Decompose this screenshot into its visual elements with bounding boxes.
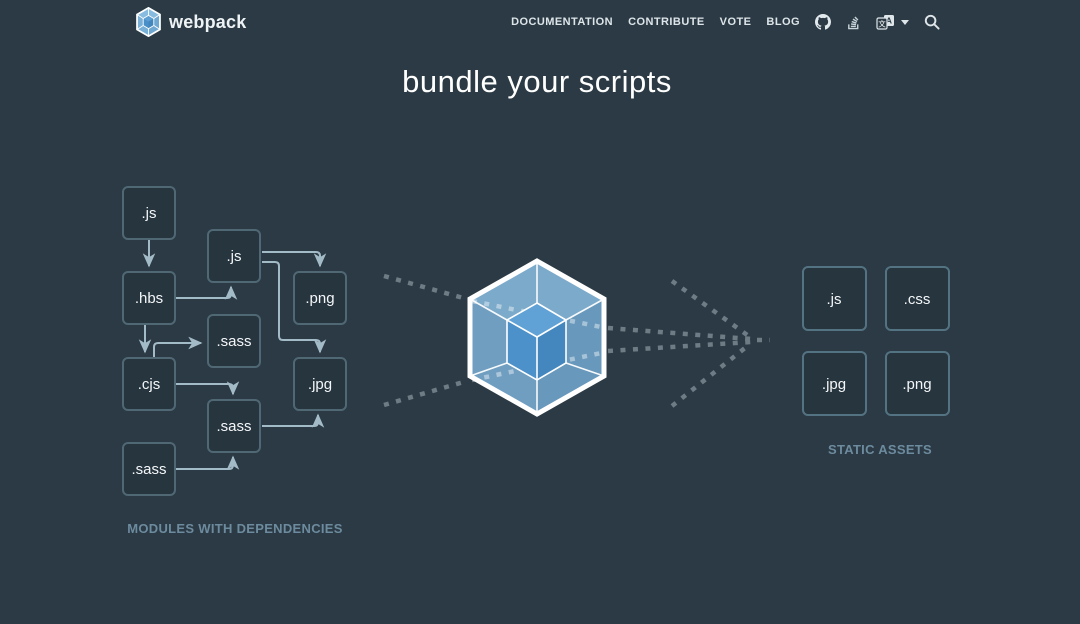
- assets-caption: STATIC ASSETS: [828, 442, 932, 457]
- asset-box-jpg: .jpg: [802, 351, 867, 416]
- asset-box-css: .css: [885, 266, 950, 331]
- svg-text:.hbs: .hbs: [135, 290, 163, 307]
- brand-name: webpack: [169, 11, 247, 32]
- dashed-lines-input: [383, 273, 468, 408]
- module-box-png: .png: [293, 271, 347, 325]
- page-title: bundle your scripts: [402, 64, 672, 99]
- modules-caption: MODULES WITH DEPENDENCIES: [127, 521, 343, 536]
- svg-text:.js: .js: [827, 291, 842, 308]
- language-selector[interactable]: A 文: [876, 14, 909, 30]
- svg-text:.png: .png: [305, 290, 334, 307]
- svg-text:.js: .js: [142, 205, 157, 222]
- asset-box-png: .png: [885, 351, 950, 416]
- webpack-logo[interactable]: webpack: [135, 7, 246, 37]
- svg-text:.jpg: .jpg: [822, 376, 846, 393]
- dashed-lines-output: [607, 279, 770, 408]
- nav-link-vote[interactable]: VOTE: [719, 16, 752, 28]
- chevron-down-icon: [901, 19, 909, 25]
- cube-edges: [469, 261, 605, 414]
- dependency-arrows: [138, 239, 327, 470]
- language-glyph-cjk: 文: [878, 18, 886, 28]
- svg-text:.jpg: .jpg: [308, 376, 332, 393]
- module-box-sass-3: .sass: [207, 399, 261, 453]
- dashed-lines-through-cube: [471, 298, 607, 383]
- webpack-cube-illustration: [467, 258, 607, 417]
- inner-cube: [506, 302, 567, 381]
- module-box-cjs: .cjs: [122, 357, 176, 411]
- stackoverflow-icon[interactable]: [846, 14, 861, 30]
- module-box-hbs: .hbs: [122, 271, 176, 325]
- nav-link-blog[interactable]: BLOG: [766, 16, 800, 28]
- webpack-logo-icon: [136, 7, 161, 37]
- nav-link-documentation[interactable]: DOCUMENTATION: [511, 16, 614, 28]
- svg-text:.cjs: .cjs: [138, 376, 161, 393]
- module-box-jpg: .jpg: [293, 357, 347, 411]
- module-box-js-2: .js: [207, 229, 261, 283]
- svg-text:.png: .png: [902, 376, 931, 393]
- nav-menu: DOCUMENTATION CONTRIBUTE VOTE BLOG: [511, 14, 940, 30]
- module-box-sass-2: .sass: [207, 314, 261, 368]
- asset-box-js: .js: [802, 266, 867, 331]
- svg-text:.sass: .sass: [216, 418, 251, 435]
- svg-text:.js: .js: [227, 248, 242, 265]
- language-selector-icon: A 文: [876, 15, 894, 30]
- language-glyph-a: A: [886, 16, 892, 26]
- navbar: webpack DOCUMENTATION CONTRIBUTE VOTE BL…: [0, 0, 1080, 44]
- github-icon[interactable]: [815, 14, 831, 30]
- svg-text:.css: .css: [904, 291, 931, 308]
- module-box-sass-1: .sass: [122, 442, 176, 496]
- search-icon[interactable]: [924, 14, 940, 30]
- svg-text:.sass: .sass: [216, 333, 251, 350]
- module-box-js-1: .js: [122, 186, 176, 240]
- svg-text:.sass: .sass: [131, 461, 166, 478]
- nav-link-contribute[interactable]: CONTRIBUTE: [628, 16, 705, 28]
